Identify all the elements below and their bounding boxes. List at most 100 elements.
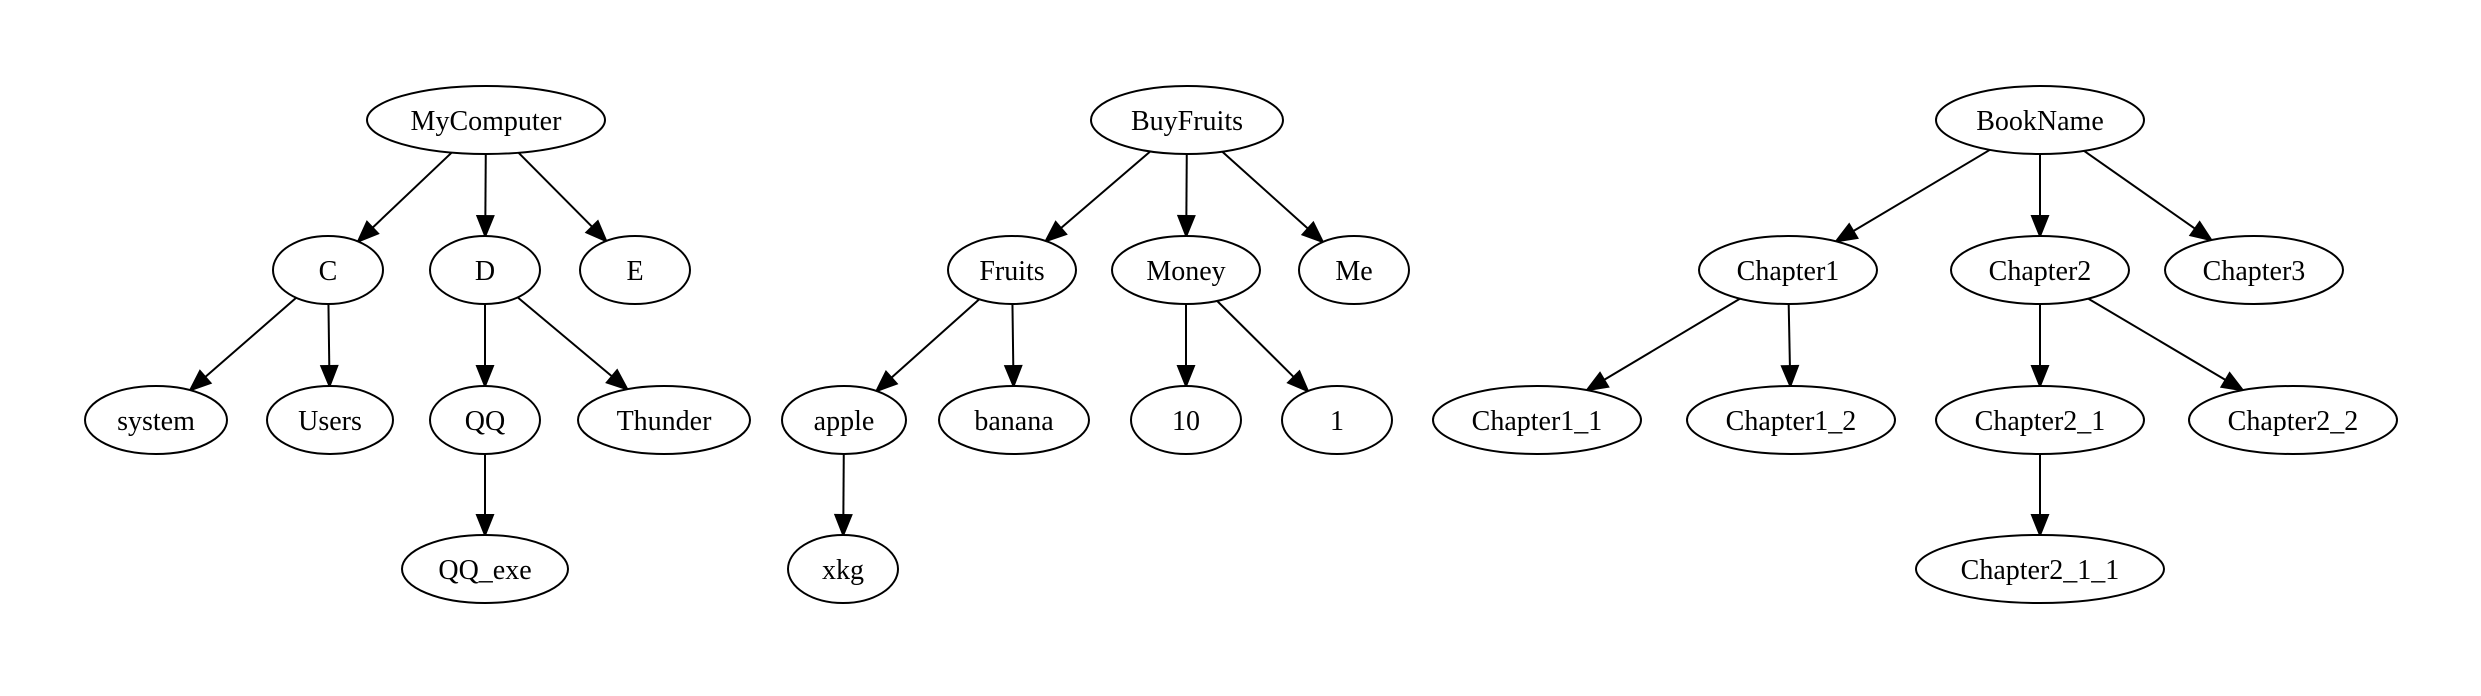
- arrowhead: [2032, 216, 2048, 236]
- edge-mycomputer-to-c: [358, 153, 452, 242]
- arrowhead: [1046, 222, 1066, 241]
- node-thunder: Thunder: [578, 386, 750, 454]
- node-qq: QQ: [430, 386, 540, 454]
- node-me: Me: [1299, 236, 1409, 304]
- node-label: Chapter2_2: [2228, 406, 2359, 437]
- edge-buyfruits-to-fruits: [1046, 151, 1151, 241]
- edge-money-to-10: [1178, 304, 1194, 386]
- edge-apple-to-xkg: [835, 454, 851, 535]
- node-mycomputer: MyComputer: [367, 86, 605, 154]
- edge-line: [2088, 299, 2225, 380]
- node-label: Users: [298, 406, 362, 437]
- arrowhead: [2221, 373, 2242, 390]
- edge-chapter1-to-chapter1-1: [1587, 299, 1740, 391]
- node-e: E: [580, 236, 690, 304]
- node-label: QQ_exe: [438, 555, 531, 586]
- node-chapter3: Chapter3: [2165, 236, 2343, 304]
- node-c: C: [273, 236, 383, 304]
- edge-line: [205, 298, 296, 377]
- edge-d-to-thunder: [518, 297, 628, 389]
- arrowhead: [2190, 222, 2211, 240]
- edge-bookname-to-chapter2: [2032, 154, 2048, 236]
- arrowhead: [607, 370, 627, 389]
- edge-bookname-to-chapter1: [1836, 150, 1990, 242]
- edge-qq-to-qq-exe: [477, 454, 493, 535]
- node-label: Thunder: [617, 406, 713, 437]
- edge-chapter1-to-chapter1-2: [1782, 304, 1798, 386]
- edge-line: [1012, 304, 1013, 366]
- arrowhead: [1005, 366, 1021, 386]
- node-label: Me: [1335, 256, 1372, 287]
- edge-line: [328, 304, 329, 366]
- arrowhead: [1587, 373, 1608, 390]
- node-label: BuyFruits: [1131, 106, 1243, 137]
- edge-line: [518, 297, 612, 376]
- node-label: Chapter2_1_1: [1961, 555, 2120, 586]
- node-1: 1: [1282, 386, 1392, 454]
- edge-mycomputer-to-e: [518, 153, 606, 241]
- node-label: xkg: [822, 555, 864, 586]
- node-label: apple: [814, 406, 875, 437]
- arrowhead: [835, 515, 851, 535]
- node-label: D: [475, 256, 495, 287]
- edge-line: [373, 153, 452, 228]
- edge-line: [1789, 304, 1790, 366]
- arrowhead: [2032, 366, 2048, 386]
- node-label: Fruits: [979, 256, 1044, 287]
- edge-c-to-system: [190, 298, 296, 390]
- edge-line: [2084, 151, 2195, 229]
- node-chapter1: Chapter1: [1699, 236, 1877, 304]
- edge-money-to-1: [1217, 301, 1308, 391]
- node-10: 10: [1131, 386, 1241, 454]
- node-label: system: [117, 406, 195, 437]
- edge-fruits-to-banana: [1005, 304, 1021, 386]
- edge-d-to-qq: [477, 304, 493, 386]
- node-label: 10: [1172, 406, 1200, 437]
- node-label: C: [319, 256, 338, 287]
- edge-line: [891, 299, 979, 377]
- node-label: Chapter2_1: [1975, 406, 2106, 437]
- node-qq-exe: QQ_exe: [402, 535, 568, 603]
- node-chapter1-1: Chapter1_1: [1433, 386, 1641, 454]
- edge-line: [518, 153, 592, 227]
- node-money: Money: [1112, 236, 1260, 304]
- edge-c-to-users: [321, 304, 337, 386]
- edge-line: [1217, 301, 1294, 377]
- node-buyfruits: BuyFruits: [1091, 86, 1283, 154]
- node-label: Money: [1146, 256, 1225, 287]
- edge-chapter2-to-chapter2-2: [2088, 299, 2243, 391]
- arrowhead: [477, 366, 493, 386]
- node-users: Users: [267, 386, 393, 454]
- node-label: MyComputer: [411, 106, 563, 137]
- node-d: D: [430, 236, 540, 304]
- node-label: QQ: [465, 406, 505, 437]
- arrowhead: [1178, 216, 1194, 236]
- node-apple: apple: [782, 386, 906, 454]
- node-chapter1-2: Chapter1_2: [1687, 386, 1895, 454]
- node-label: BookName: [1976, 106, 2104, 137]
- edge-fruits-to-apple: [876, 299, 979, 391]
- node-fruits: Fruits: [948, 236, 1076, 304]
- node-chapter2-1-1: Chapter2_1_1: [1916, 535, 2164, 603]
- node-label: E: [626, 256, 643, 287]
- node-chapter2: Chapter2: [1951, 236, 2129, 304]
- node-bookname: BookName: [1936, 86, 2144, 154]
- node-banana: banana: [939, 386, 1089, 454]
- node-chapter2-2: Chapter2_2: [2189, 386, 2397, 454]
- node-label: Chapter3: [2203, 256, 2306, 287]
- edge-buyfruits-to-money: [1178, 154, 1194, 236]
- edge-bookname-to-chapter3: [2084, 151, 2211, 240]
- arrowhead: [2032, 515, 2048, 535]
- arrowhead: [477, 515, 493, 535]
- node-label: Chapter2: [1989, 256, 2092, 287]
- edge-line: [1061, 151, 1150, 228]
- node-label: banana: [974, 406, 1054, 437]
- node-system: system: [85, 386, 227, 454]
- edge-chapter2-to-chapter2-1: [2032, 304, 2048, 386]
- edge-chapter2-1-to-chapter2-1-1: [2032, 454, 2048, 535]
